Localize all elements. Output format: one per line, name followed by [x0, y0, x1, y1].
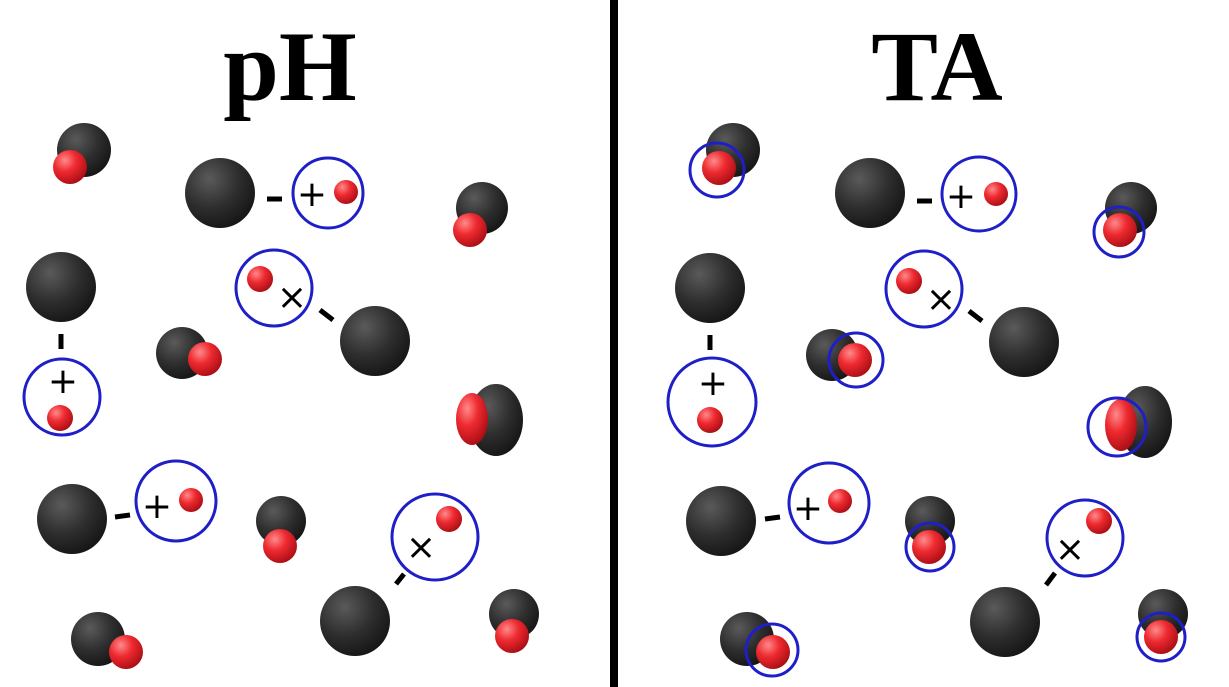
carbon-atom: [970, 587, 1040, 657]
dissociated-pair: +: [835, 155, 1018, 233]
hydrogen-atom: [756, 635, 790, 669]
highlight-circle: [787, 461, 871, 545]
highlight-circle: [1045, 498, 1125, 578]
bond-dash: [394, 572, 406, 586]
hydrogen-atom: [912, 530, 946, 564]
highlight-circle: [1086, 396, 1148, 458]
highlight-circle: [22, 357, 102, 437]
hydrogen-atom: [697, 407, 723, 433]
hydrogen-atom: [436, 506, 462, 532]
bond-dash: [967, 309, 984, 323]
cross-sign: ×: [1055, 529, 1085, 570]
hydrogen-atom: [456, 393, 488, 445]
hydrogen-atom: [1144, 620, 1178, 654]
dissociated-pair: +: [666, 253, 758, 448]
water-molecule: [1086, 386, 1172, 458]
hydrogen-atom: [263, 529, 297, 563]
hydrogen-atom: [47, 405, 73, 431]
carbon-atom: [905, 496, 955, 546]
hydrogen-atom: [896, 268, 922, 294]
highlight-circle: [291, 156, 365, 230]
bond-dash: [114, 512, 131, 520]
hydrogen-atom: [1086, 508, 1112, 534]
carbon-atom: [185, 158, 255, 228]
hydrogen-atom: [984, 182, 1008, 206]
panel-ph: + × + + ×: [22, 123, 539, 669]
highlight-circle: [940, 155, 1018, 233]
dissociated-pair: ×: [970, 498, 1125, 657]
dissociated-pair: ×: [320, 492, 480, 656]
water-molecule: [453, 182, 508, 247]
dissociated-pair: +: [22, 252, 102, 437]
hydrogen-atom: [247, 266, 273, 292]
water-molecule: [489, 589, 539, 653]
carbon-atom: [320, 586, 390, 656]
hydrogen-atom: [334, 180, 358, 204]
hydrogen-atom: [1103, 213, 1137, 247]
highlight-circle: [1092, 205, 1146, 259]
carbon-atom: [675, 253, 745, 323]
cross-sign: ×: [926, 279, 956, 320]
highlight-circle: [1135, 611, 1187, 663]
panel-ta: + × + + ×: [666, 123, 1188, 678]
water-molecule: [1092, 182, 1157, 259]
water-molecule: [71, 612, 143, 669]
dissociated-pair: +: [37, 459, 218, 554]
bond-dash: [318, 308, 335, 322]
water-molecule: [256, 496, 306, 563]
positive-charge-sign: +: [793, 488, 823, 529]
panel-divider: [610, 0, 618, 687]
bond-dash: [1044, 571, 1057, 587]
carbon-atom: [26, 252, 96, 322]
water-molecule: [156, 327, 222, 379]
carbon-atom: [686, 486, 756, 556]
hydrogen-atom: [702, 151, 736, 185]
highlight-circle: [234, 248, 314, 328]
cross-sign: ×: [406, 527, 436, 568]
hydrogen-atom: [53, 150, 87, 184]
water-molecule: [1135, 589, 1188, 663]
bond-dash: [764, 514, 781, 522]
highlight-circle: [390, 492, 480, 582]
hydrogen-atom: [495, 619, 529, 653]
panel-title-ta: TA: [871, 11, 1003, 122]
water-molecule: [456, 384, 523, 456]
water-molecule: [806, 329, 885, 389]
panel-title-ph: pH: [223, 11, 356, 122]
highlight-circle: [744, 622, 800, 678]
highlight-circle: [827, 331, 885, 389]
water-molecule: [904, 496, 956, 573]
hydrogen-atom: [188, 342, 222, 376]
dissociated-pair: ×: [884, 249, 1059, 377]
water-molecule: [720, 612, 800, 678]
hydrogen-atom: [179, 488, 203, 512]
cross-sign: ×: [277, 277, 307, 318]
carbon-atom: [989, 307, 1059, 377]
highlight-circle: [884, 249, 964, 329]
positive-charge-sign: +: [48, 361, 78, 402]
dissociated-pair: ×: [234, 248, 410, 376]
positive-charge-sign: +: [142, 486, 172, 527]
highlight-circle: [904, 521, 956, 573]
highlight-circle: [688, 141, 746, 199]
dissociated-pair: +: [686, 461, 871, 556]
hydrogen-atom: [109, 635, 143, 669]
positive-charge-sign: +: [698, 363, 728, 404]
dissociated-pair: +: [185, 156, 365, 230]
hydrogen-atom: [1105, 399, 1137, 451]
hydrogen-atom: [828, 489, 852, 513]
hydrogen-atom: [838, 343, 872, 377]
water-molecule: [53, 123, 111, 184]
highlight-circle: [134, 459, 218, 543]
carbon-atom: [37, 484, 107, 554]
hydrogen-atom: [453, 213, 487, 247]
positive-charge-sign: +: [297, 174, 327, 215]
highlight-circle: [666, 356, 758, 448]
carbon-atom: [340, 306, 410, 376]
positive-charge-sign: +: [946, 176, 976, 217]
carbon-atom: [835, 158, 905, 228]
water-molecule: [688, 123, 760, 199]
